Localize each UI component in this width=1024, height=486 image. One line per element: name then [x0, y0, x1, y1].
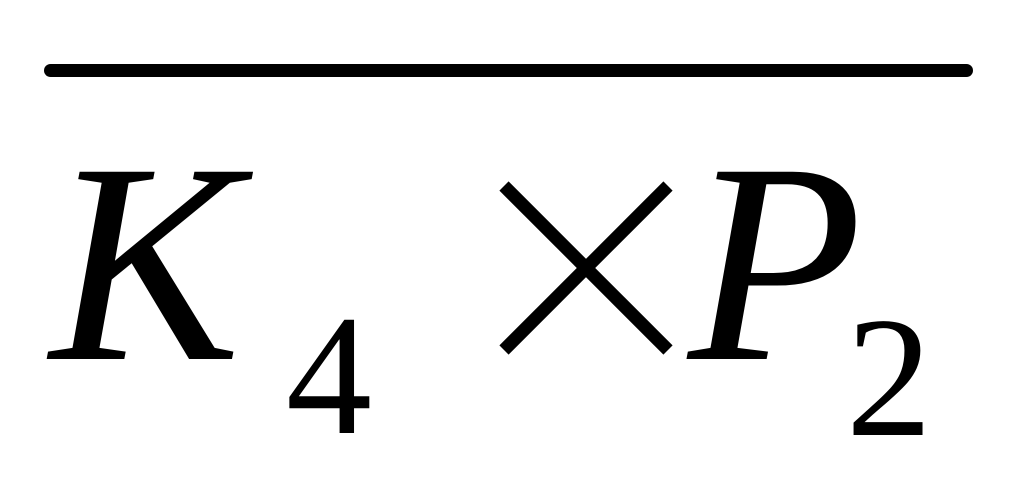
variable-k: K [50, 104, 241, 421]
subscript-2: 2 [846, 283, 932, 473]
variable-p: P [688, 104, 863, 421]
subscript-4: 4 [286, 281, 372, 471]
overline-bar [44, 64, 973, 77]
times-operator-icon [499, 181, 673, 355]
